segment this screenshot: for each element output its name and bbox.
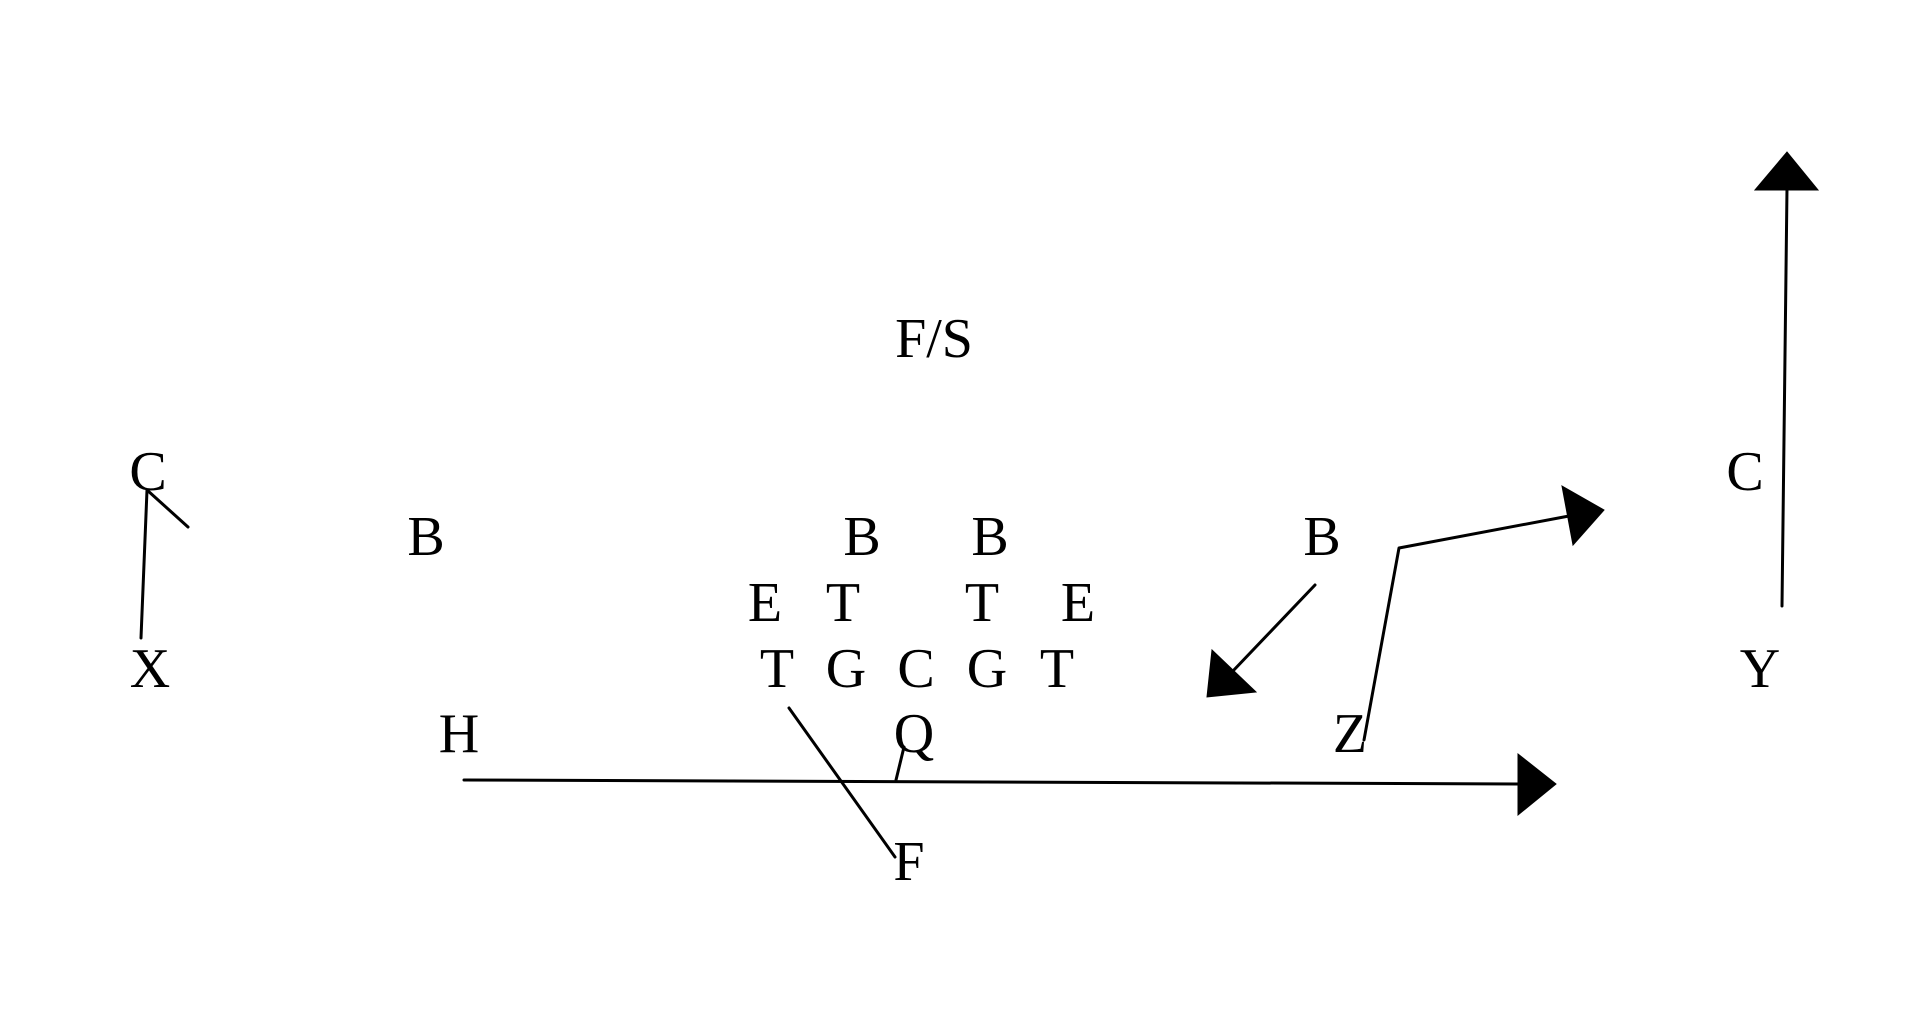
corner-hook-line [145,488,190,529]
backer-inside-right-label: B [971,506,1008,568]
z-receiver-route [1362,514,1571,742]
offensive-guard-left-label: G [826,638,866,700]
y-receiver-route [1780,186,1789,608]
offensive-guard-right-label: G [967,638,1007,700]
quarterback-toss-line [894,745,906,782]
backer-far-left-label: B [407,506,444,568]
x-receiver-route [139,488,149,640]
center-label: C [897,638,934,700]
h-back-label: H [439,703,479,765]
backer-inside-left-label: B [843,506,880,568]
fullback-label: F [893,831,924,893]
h-back-motion-route [462,778,1520,786]
y-receiver-label: Y [1740,638,1780,700]
fullback-lead-route [787,706,897,859]
defensive-tackle-right-label: T [965,572,999,634]
x-receiver-label: X [130,638,170,700]
right-corner-label: C [1726,441,1763,503]
z-receiver-label: Z [1333,703,1367,765]
backer-far-right-label: B [1303,506,1340,568]
free-safety-label: F/S [895,308,973,370]
quarterback-label: Q [894,703,934,765]
offensive-tackle-right-label: T [1040,638,1074,700]
z-route-arrowhead [1561,485,1605,547]
backer-blitz-arrowhead [1206,648,1258,698]
h-motion-arrowhead [1517,752,1557,817]
offensive-tackle-left-label: T [760,638,794,700]
y-route-arrowhead [1753,151,1820,191]
defensive-end-left-label: E [748,572,782,634]
defensive-end-right-label: E [1061,572,1095,634]
defensive-tackle-left-label: T [826,572,860,634]
backer-blitz-route [1230,583,1317,674]
